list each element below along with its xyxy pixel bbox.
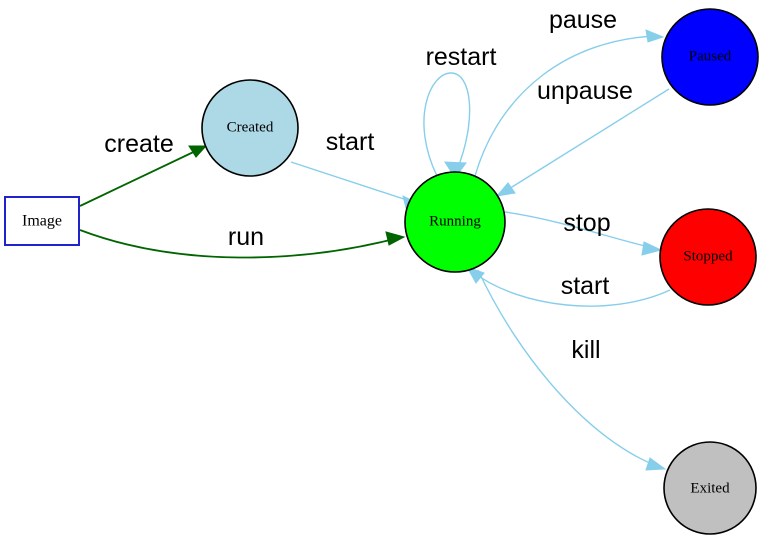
edge-label-kill: kill <box>571 336 600 364</box>
edge-restart-path <box>423 72 471 177</box>
node-exited[interactable]: Exited <box>663 441 757 535</box>
edge-start-stopped-running <box>465 266 671 307</box>
node-created-shape[interactable] <box>201 79 299 177</box>
edge-unpause-arrowhead <box>495 182 516 197</box>
edge-stop <box>504 211 663 256</box>
edge-run <box>79 229 406 259</box>
node-stopped-label: Stopped <box>683 248 733 264</box>
edge-kill <box>477 269 667 471</box>
edge-kill-path <box>477 269 658 467</box>
edge-pause <box>474 29 665 177</box>
node-paused[interactable]: Paused <box>661 8 759 106</box>
edge-create-arrowhead <box>188 145 208 158</box>
edge-unpause <box>495 88 670 197</box>
edge-run-arrowhead <box>385 231 406 246</box>
edge-kill-arrowhead <box>645 457 667 471</box>
edge-label-start-created-running: start <box>326 128 375 156</box>
node-running-shape[interactable] <box>404 171 506 273</box>
edge-unpause-path <box>503 88 670 193</box>
node-image-shape[interactable] <box>4 196 80 246</box>
edge-pause-path <box>474 35 656 177</box>
edge-restart <box>423 72 471 179</box>
node-image[interactable]: Image <box>4 196 80 246</box>
node-image-label: Image <box>22 213 62 230</box>
node-stopped-shape[interactable] <box>659 208 757 306</box>
edge-stop-arrowhead <box>641 241 663 256</box>
edge-stop-path <box>504 211 654 249</box>
node-running-label: Running <box>429 213 481 229</box>
edge-label-stop: stop <box>563 209 610 237</box>
edge-run-path <box>79 229 391 259</box>
node-created-label: Created <box>227 119 274 135</box>
node-paused-label: Paused <box>689 48 732 64</box>
node-created[interactable]: Created <box>201 79 299 177</box>
edge-create-path <box>79 146 205 207</box>
edge-label-unpause: unpause <box>537 77 633 105</box>
edge-start-created-running <box>290 161 421 209</box>
node-paused-shape[interactable] <box>661 8 759 106</box>
edge-label-restart: restart <box>426 43 497 71</box>
node-running[interactable]: Running <box>404 171 506 273</box>
edge-start-stopped-running-arrowhead <box>465 266 485 284</box>
node-exited-shape[interactable] <box>663 441 757 535</box>
node-stopped[interactable]: Stopped <box>659 208 757 306</box>
node-exited-label: Exited <box>690 480 730 496</box>
edge-label-run: run <box>228 223 264 251</box>
edge-start-created-running-path <box>290 161 414 203</box>
edge-label-start-stopped-running: start <box>561 272 610 300</box>
edge-label-create: create <box>104 130 173 158</box>
edge-pause-arrowhead <box>645 29 665 43</box>
edge-restart-arrowhead <box>444 161 467 179</box>
edge-start-stopped-running-path <box>472 271 671 307</box>
edge-label-pause: pause <box>549 6 617 34</box>
edge-create <box>79 145 208 207</box>
